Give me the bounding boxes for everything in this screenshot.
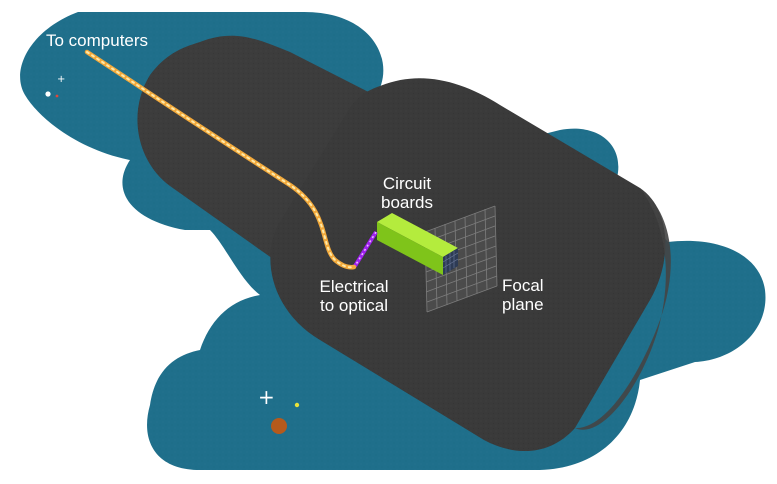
star-dot <box>294 402 300 408</box>
star-dot <box>45 91 51 97</box>
star-dot <box>55 94 59 98</box>
label-focal-line2: plane <box>502 295 544 314</box>
label-focal-plane: Focal plane <box>502 276 544 314</box>
stars: + + <box>45 74 300 434</box>
star-plus: + <box>258 385 275 409</box>
label-electrical-line1: Electrical <box>319 277 389 296</box>
label-to-computers: To computers <box>46 31 149 50</box>
label-focal-line1: Focal <box>502 276 544 295</box>
label-electrical-line2: to optical <box>319 296 389 315</box>
label-circuit-boards-line1: Circuit <box>382 174 432 193</box>
label-circuit-boards-line2: boards <box>381 193 433 212</box>
fiber-cable <box>84 49 357 270</box>
label-circuit-boards: Circuit boards <box>373 174 441 212</box>
planet <box>271 418 287 434</box>
circuit-boards <box>377 213 459 275</box>
star-plus: + <box>57 74 65 85</box>
label-electrical-to-optical: Electrical to optical <box>308 277 400 315</box>
electrical-to-optical-converter <box>353 230 378 268</box>
